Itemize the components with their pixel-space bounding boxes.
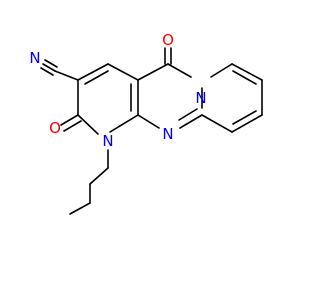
butyl-bond-4 — [69, 202, 91, 215]
molecule-structure-diagram: N O O N N N — [29, 31, 263, 215]
atom-label-ring-nitrogen-right: N — [195, 89, 206, 107]
nitrile-triple-bond-b — [44, 59, 58, 68]
nitrile-triple-bond-c — [40, 67, 54, 76]
ring-a-bond-5 — [77, 114, 99, 135]
ring-c-bond-4 — [231, 114, 263, 133]
ring-a-bond-4 — [109, 114, 139, 133]
ring-c-bond-2 — [231, 63, 263, 81]
nitrile-to-ring-bond — [54, 70, 79, 81]
atom-label-ring-nitrogen-bottom: N — [162, 125, 173, 143]
ring-a-bond-1-double — [84, 70, 109, 85]
atom-label-butyl-nitrogen: N — [102, 132, 113, 150]
ring-a-bond-1 — [77, 63, 109, 81]
atom-label-lactam-oxygen: O — [49, 119, 61, 137]
ring-c-bond-5 — [201, 114, 233, 133]
ring-a-bond-2 — [107, 63, 139, 81]
ring-c-bond-2-double — [232, 70, 257, 85]
atom-label-nitrile-nitrogen: N — [29, 49, 40, 67]
ring-b-bond-1 — [137, 63, 169, 81]
nitrile-triple-bond-a — [42, 63, 56, 72]
atom-label-upper-oxygen: O — [162, 31, 174, 49]
ring-b-bond-5 — [137, 114, 160, 129]
lactam-carbonyl-bond-a — [60, 114, 79, 126]
bond-layer — [40, 47, 263, 215]
ring-c-bond-1 — [210, 63, 233, 78]
ring-b-bond-2 — [167, 63, 192, 78]
lactam-carbonyl-bond-b — [63, 120, 82, 132]
ring-c-bond-4-double — [232, 110, 257, 125]
ring-b-bond-4 — [179, 114, 203, 129]
butyl-bond-2 — [89, 167, 109, 185]
ring-b-bond-4-double — [178, 108, 198, 121]
atom-label-layer: N O O N N N — [29, 31, 206, 150]
